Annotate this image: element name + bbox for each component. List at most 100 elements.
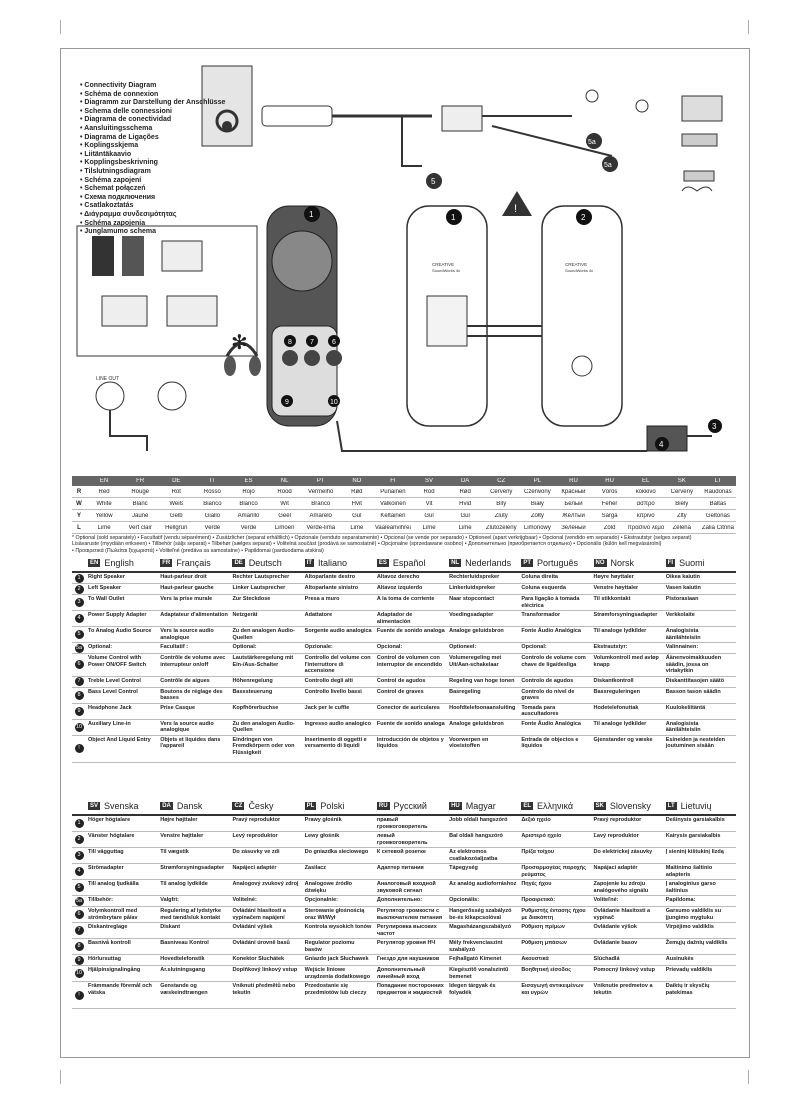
svg-text:5: 5 <box>431 177 436 186</box>
color-word: Žlutý <box>494 512 508 519</box>
note-line: • Προαιρετικά (Πωλείται ξεχωριστά) • Vol… <box>72 547 324 554</box>
language-code: SV <box>88 802 101 810</box>
legend-cell: Ingresso audio analogico <box>304 720 371 727</box>
legend-cell: Opcional: <box>521 644 547 650</box>
language-code: EN <box>88 559 101 567</box>
legend-cell: Till analog ljudkälla <box>88 881 139 887</box>
legend-cell: Vniknutí předmětů nebo tekutin <box>232 983 296 996</box>
legend-cell: Doplňkový linkový vstup <box>232 967 298 973</box>
legend-number: 10 <box>72 720 86 735</box>
legend-cell: Εισαγωγή αντικειμένων και υγρών <box>521 983 584 996</box>
legend-cell: Controlo de volume com chave de liga/des… <box>521 655 586 668</box>
legend-cell: Gniazdo jack Słuchawek <box>304 956 369 962</box>
toc-item: Diagrama de conectividad <box>80 116 225 125</box>
legend-cell: Adaptador de alimentación <box>376 612 413 625</box>
model-label: SoundWorks 4x <box>432 268 460 273</box>
brand-label: CREATIVE <box>565 262 587 267</box>
legend-cell: Daiktų ir skysčių patekimas <box>665 983 710 996</box>
color-word: Bianco <box>203 500 222 507</box>
number-badge: 9 <box>74 955 84 965</box>
legend-cell: Garsumo valdiklis su įjungimo mygtuku <box>665 908 722 921</box>
legend-cell: Hoofdtelefoonaansluiting <box>449 704 516 711</box>
legend-cell: Регулятор уровня НЧ <box>376 940 436 946</box>
color-word: Rouge <box>131 488 149 495</box>
language-name: Lietuvių <box>680 801 712 811</box>
legend-cell: Fejhallgató Kimenet <box>449 956 502 962</box>
legend-cell: Mély frekvenciaszint szabályzó <box>449 940 503 953</box>
color-word: Zöld <box>603 524 616 531</box>
legend-cell: Регулятор громкости с выключателем питан… <box>376 908 443 921</box>
language-name: Ελληνικά <box>536 801 574 811</box>
number-badge: 2 <box>74 584 84 594</box>
language-name: Italiano <box>318 558 348 568</box>
legend-cell: Basregeling <box>449 688 481 695</box>
color-word: Yellow <box>95 512 113 519</box>
number-badge: 8 <box>74 942 84 951</box>
legend-cell: Адаптер питания <box>376 865 424 871</box>
legend-cell: Strømforsyningsadapter <box>160 865 225 871</box>
legend-cell: Αριστερό ηχείο <box>521 833 562 839</box>
color-word: Žltý <box>676 512 687 519</box>
color-word: Красный <box>561 488 586 495</box>
number-badge: 10 <box>74 722 84 732</box>
legend-cell: Zu den analogen Audio-Quellen <box>232 628 295 641</box>
number-badge: 5 <box>74 630 84 639</box>
language-name: Français <box>176 558 211 568</box>
line-out-label: LINE OUT <box>96 376 119 382</box>
number-badge: 5a <box>74 896 84 906</box>
legend-cell: Regeling van hoge tonen <box>449 677 515 684</box>
legend-cell: Zasilacz <box>304 865 327 871</box>
brand-label: CREATIVE <box>432 262 454 267</box>
legend-cell: Coluna direita <box>521 574 558 580</box>
legend-cell: Ekstrautstyr: <box>593 644 628 650</box>
legend-cell: Control de graves <box>376 688 424 695</box>
crop-mark-bottom-right <box>748 1070 749 1084</box>
color-word: Biely <box>675 500 689 507</box>
color-header-cell: PL <box>533 478 542 484</box>
language-code: DA <box>160 802 173 810</box>
color-word: Baltas <box>709 500 727 507</box>
toc-list: Connectivity DiagramSchéma de connexionD… <box>80 82 225 237</box>
color-word: Vörös <box>601 488 618 495</box>
legend-cell: Į sieninį kištukinį lizdą <box>665 849 724 855</box>
legend-cell: Ovládanie basov <box>593 940 638 946</box>
number-badge: 2 <box>74 835 84 844</box>
legend-cell: Basniveau Kontrol <box>160 940 209 946</box>
color-word: Biały <box>530 500 544 507</box>
legend-number: 6 <box>72 907 86 922</box>
legend-cell: Magasházangszabályzó <box>449 924 512 930</box>
legend-cell: Zapojenie ku zdroju analógového signálu <box>593 881 649 894</box>
legend-cell: Zur Steckdose <box>232 596 271 602</box>
language-name: Svenska <box>104 801 139 811</box>
toc-item: Koplingsskjema <box>80 142 225 151</box>
crop-mark-top-right <box>748 20 749 34</box>
legend-cell: Jack per le cuffie <box>304 704 350 711</box>
legend-cell: Sorgente audio analogica <box>304 628 372 634</box>
legend-cell: Pravý reproduktor <box>232 817 281 823</box>
legend-cell: Dešinysis garsiakalbis <box>665 817 725 823</box>
color-word: Rojo <box>242 488 255 495</box>
legend-cell: Vers la prise murale <box>160 596 213 602</box>
language-code: DE <box>232 559 245 567</box>
color-header-cell: EN <box>99 478 109 484</box>
number-badge: 1 <box>74 819 84 828</box>
toc-item: Diagrama de Ligações <box>80 134 225 143</box>
legend-cell: Ar.slutningsgang <box>160 967 206 973</box>
color-word: Keltainen <box>380 512 406 519</box>
color-header-cell: SK <box>677 478 686 484</box>
color-word: Lime <box>422 524 436 531</box>
legend-cell: Wejście liniowe urządzenia dodatkowego <box>304 967 371 980</box>
legend-cell: Naar stopcontact <box>449 596 495 602</box>
legend-cell: правый громкоговоритель <box>376 817 428 830</box>
number-badge: 1 <box>74 573 84 583</box>
crop-mark-top-left <box>60 20 61 34</box>
number-badge: 3 <box>74 598 84 607</box>
legend-cell: Control de agudos <box>376 677 426 684</box>
